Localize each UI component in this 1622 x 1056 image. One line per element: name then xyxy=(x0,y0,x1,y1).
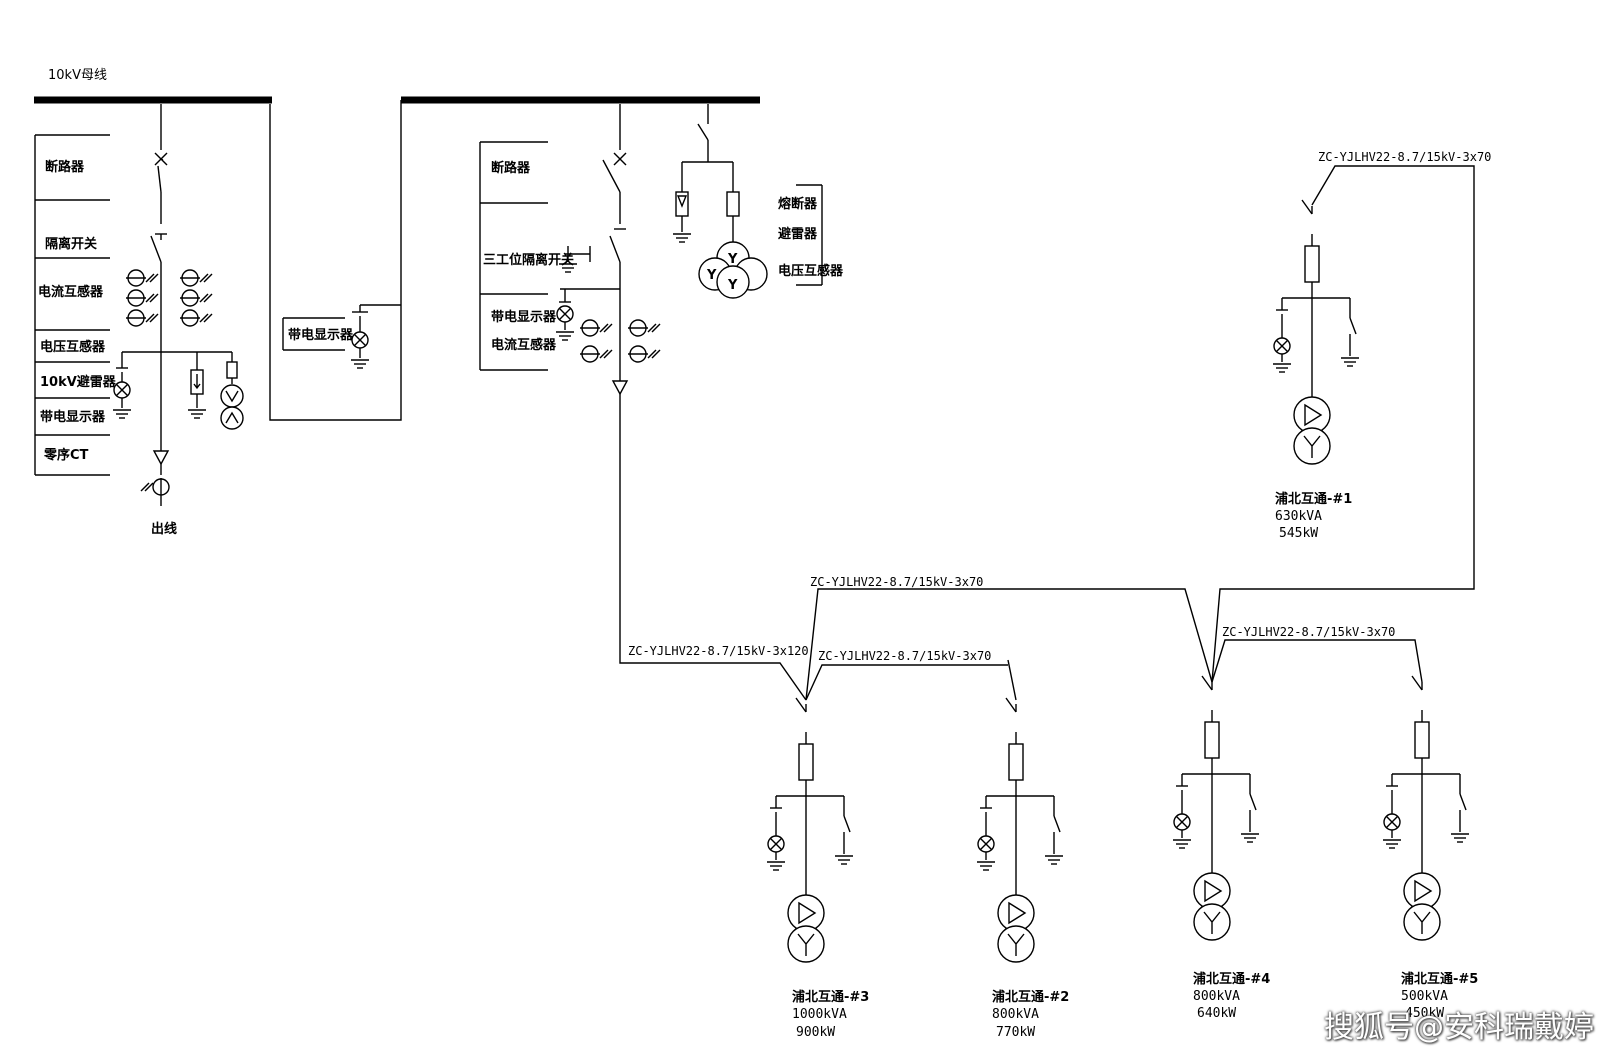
t5-kva: 500kVA xyxy=(1401,989,1448,1004)
transformer-label-t3: 浦北互通-#3 1000kVA 900kW xyxy=(792,989,869,1040)
pt-winding-left: Y xyxy=(706,268,717,283)
pt-winding-bottom: Y xyxy=(727,278,738,293)
pt-arrester-label: 避雷器 xyxy=(778,226,818,242)
transformer-branch-t4 xyxy=(1173,676,1259,940)
t3-kw: 900kW xyxy=(796,1025,835,1040)
cable-main: ZC-YJLHV22-8.7/15kV-3x120 xyxy=(628,644,809,658)
bus-tie xyxy=(269,100,402,421)
lp-breaker: 断路器 xyxy=(45,159,85,175)
lp-arrester: 10kV避雷器 xyxy=(40,374,117,390)
t4-kw: 640kW xyxy=(1197,1006,1236,1021)
transformer-label-t4: 浦北互通-#4 800kVA 640kW xyxy=(1193,971,1270,1021)
t5-kw: 450kW xyxy=(1405,1006,1444,1021)
transformer-branch-t3 xyxy=(767,698,853,962)
transformer-branch-t5 xyxy=(1383,676,1469,940)
t4-kva: 800kVA xyxy=(1193,989,1240,1004)
lp-isolator: 隔离开关 xyxy=(45,236,97,252)
t1-kva: 630kVA xyxy=(1275,509,1322,524)
left-feeder xyxy=(112,104,244,506)
in-three-pos: 三工位隔离开关 xyxy=(483,252,574,268)
t5-name: 浦北互通-#5 xyxy=(1401,971,1478,987)
transformer-branch-t2 xyxy=(977,698,1063,962)
transformer-label-t1: 浦北互通-#1 630kVA 545kW xyxy=(1275,491,1352,541)
lp-ct: 电流互感器 xyxy=(38,284,104,300)
in-breaker: 断路器 xyxy=(491,160,531,176)
cable-t2: ZC-YJLHV22-8.7/15kV-3x70 xyxy=(818,649,991,663)
lp-pt: 电压互感器 xyxy=(40,339,106,355)
lp-indicator: 带电显示器 xyxy=(40,409,106,425)
lp-zero-ct: 零序CT xyxy=(43,447,89,463)
t2-kva: 800kVA xyxy=(992,1007,1039,1022)
t3-kva: 1000kVA xyxy=(792,1007,847,1022)
t2-kw: 770kW xyxy=(996,1025,1035,1040)
cable-t1: ZC-YJLHV22-8.7/15kV-3x70 xyxy=(1318,150,1491,164)
watermark: 搜狐号@安科瑞戴婷 xyxy=(1324,1010,1594,1045)
cable-t5: ZC-YJLHV22-8.7/15kV-3x70 xyxy=(1222,625,1395,639)
tie-indicator-label: 带电显示器 xyxy=(288,327,354,343)
transformer-label-t2: 浦北互通-#2 800kVA 770kW xyxy=(992,989,1069,1040)
t1-name: 浦北互通-#1 xyxy=(1275,491,1352,507)
in-indicator: 带电显示器 xyxy=(491,309,557,325)
transformer-label-t5: 浦北互通-#5 500kVA 450kW xyxy=(1401,971,1478,1021)
pt-pt-label: 电压互感器 xyxy=(778,263,844,279)
cable-t4: ZC-YJLHV22-8.7/15kV-3x70 xyxy=(810,575,983,589)
transformer-branch-t1 xyxy=(1273,200,1359,464)
incoming-feeder xyxy=(479,104,807,701)
t2-name: 浦北互通-#2 xyxy=(992,989,1069,1005)
cable-routes xyxy=(805,165,1475,701)
pt-winding-top: Y xyxy=(727,252,738,267)
t3-name: 浦北互通-#3 xyxy=(792,989,869,1005)
outgoing-label: 出线 xyxy=(151,521,177,537)
pt-cabinet xyxy=(672,104,823,299)
t1-kw: 545kW xyxy=(1279,526,1318,541)
pt-fuse-label: 熔断器 xyxy=(778,196,818,212)
t4-name: 浦北互通-#4 xyxy=(1193,971,1270,987)
bus-label: 10kV母线 xyxy=(48,68,107,83)
in-ct: 电流互感器 xyxy=(491,337,557,353)
left-label-table xyxy=(34,134,110,476)
